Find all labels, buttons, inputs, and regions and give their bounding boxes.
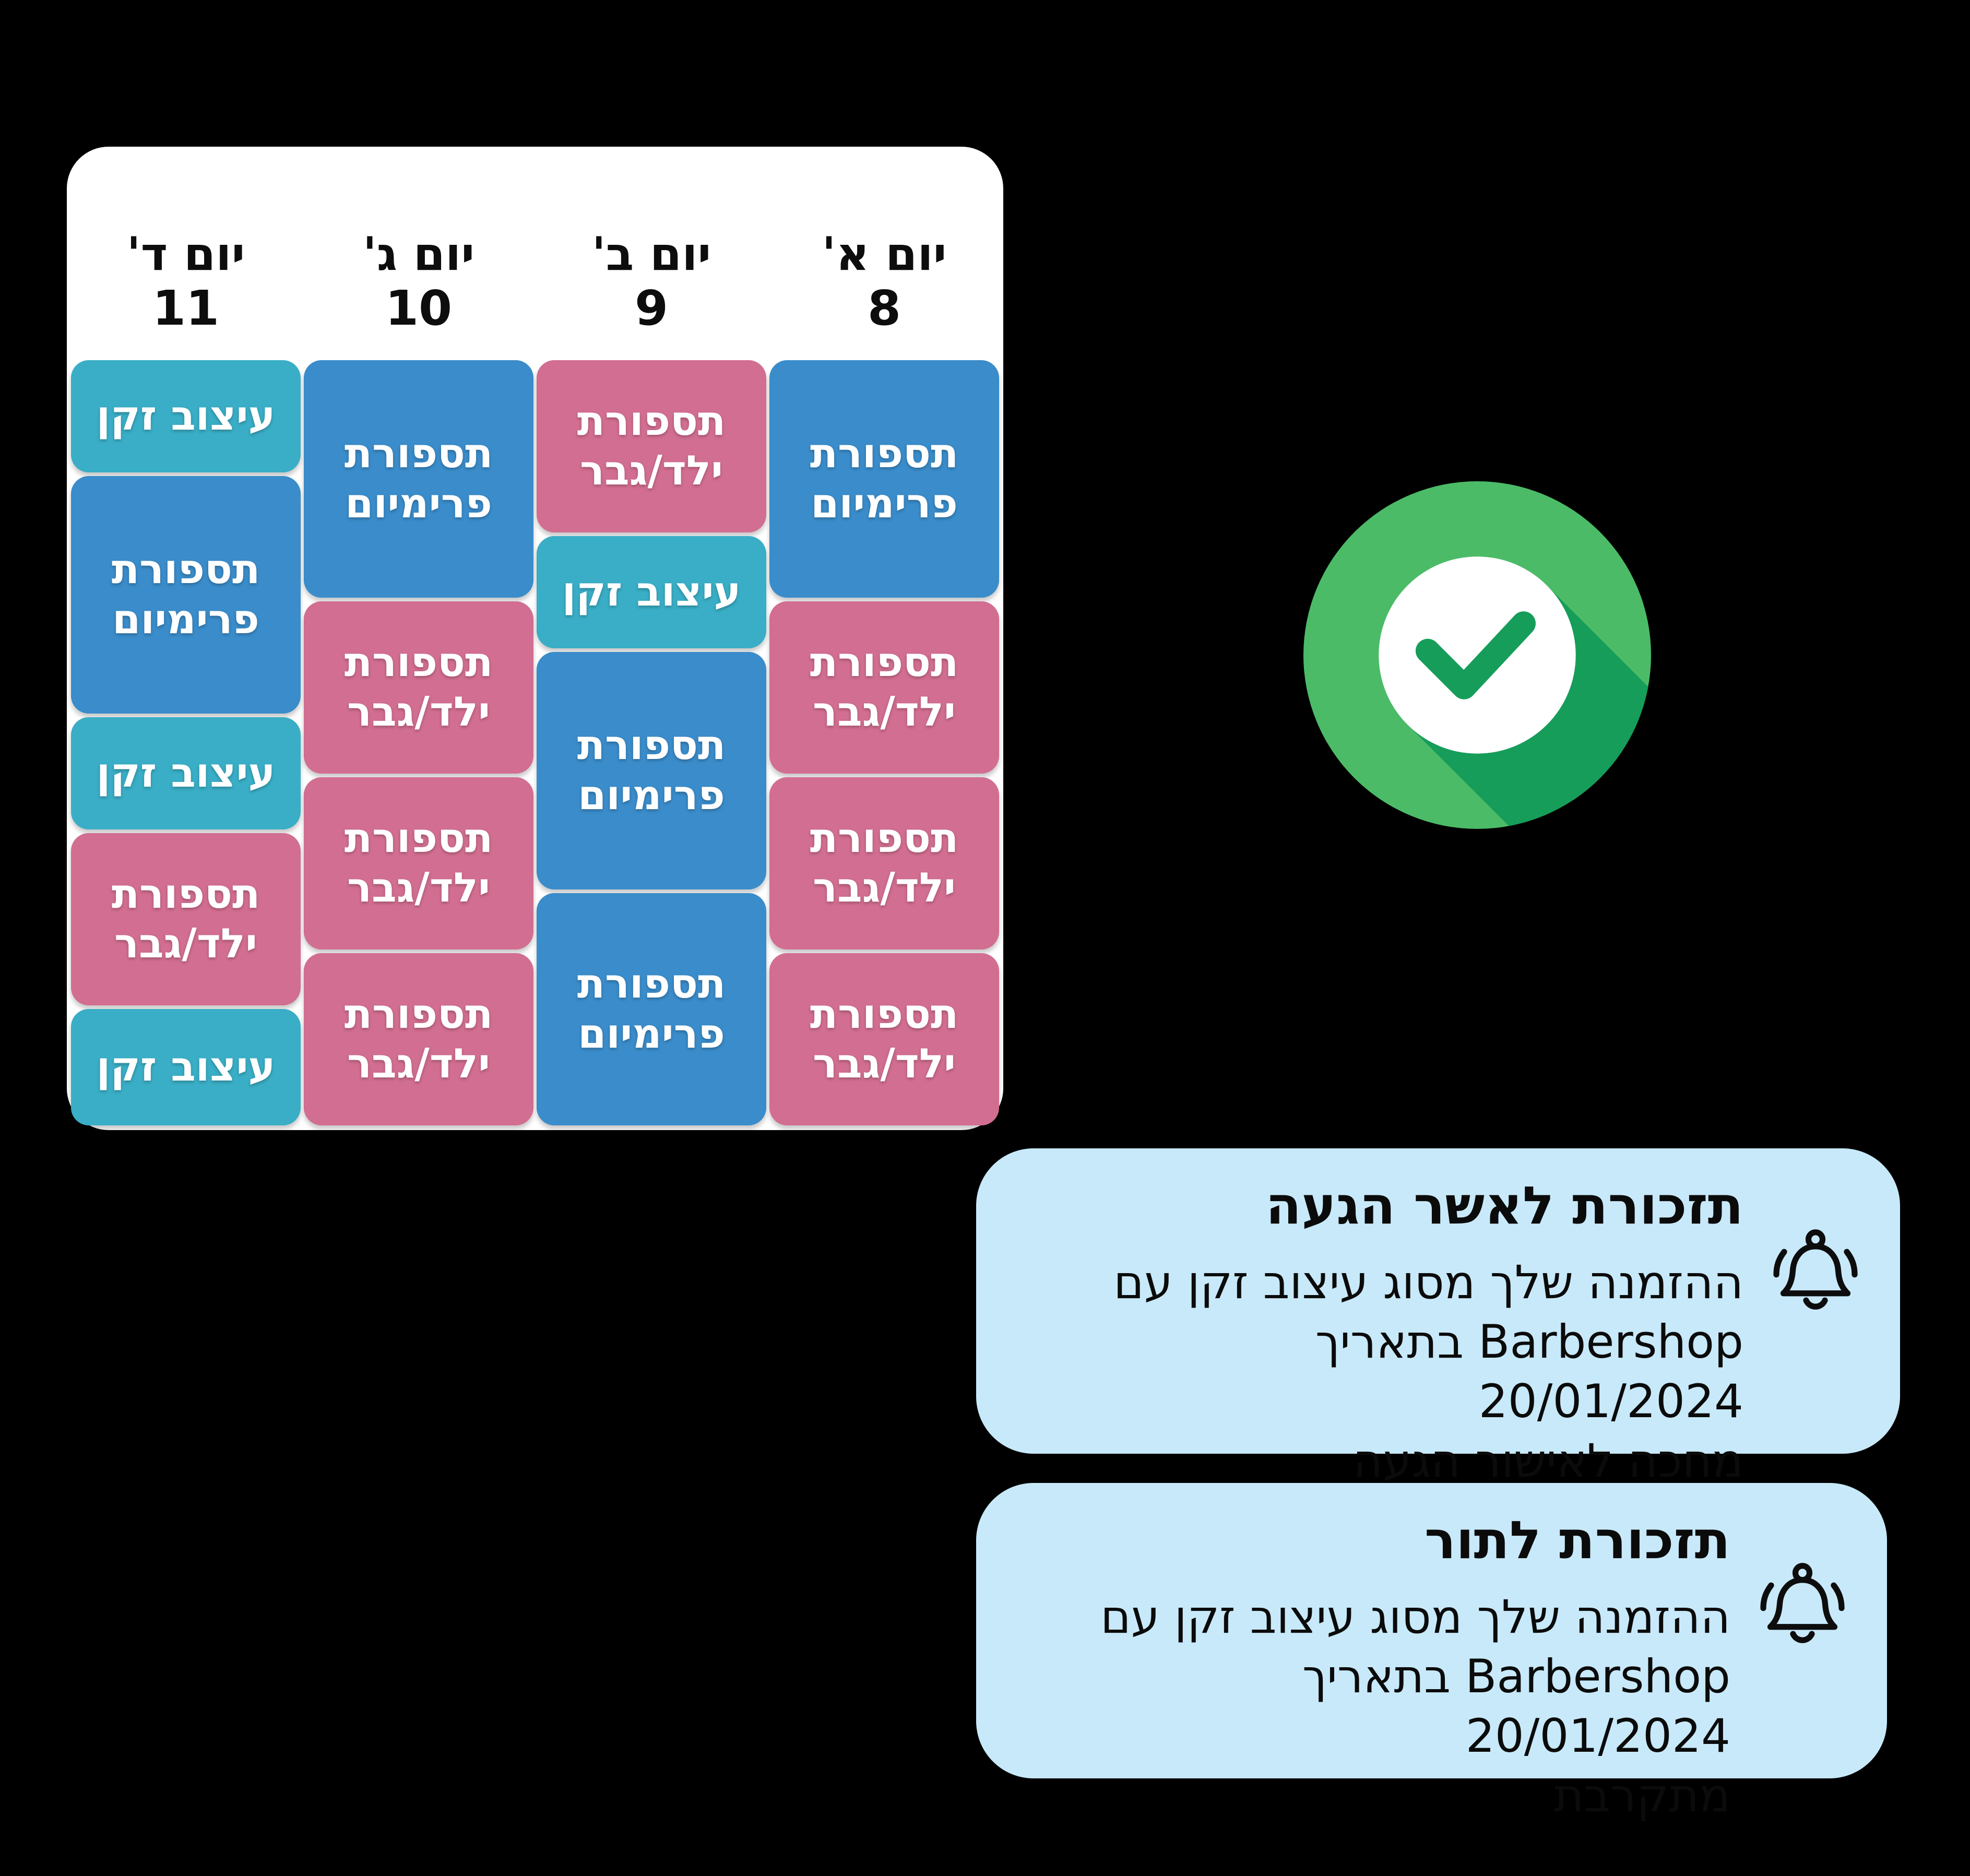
appointment-block[interactable]: תספורת ילד/גבר — [769, 953, 999, 1125]
day-name: יום א' — [822, 227, 947, 281]
appointment-label: עיצוב זקן — [96, 392, 276, 440]
day-header: יום ג'10 — [304, 147, 533, 357]
appointment-label: תספורת פרימיום — [577, 960, 726, 1058]
notification-title: תזכורת לתור — [1425, 1510, 1730, 1571]
day-column: יום ג'10 תספורת פרימיום תספורת ילד/גבר תספו… — [304, 147, 533, 1126]
appointment-block[interactable]: תספורת ילד/גבר — [304, 953, 533, 1125]
appointment-label: תספורת ילד/גבר — [577, 397, 726, 494]
day-number: 10 — [385, 280, 453, 336]
day-number: 11 — [152, 280, 220, 336]
day-name: יום ב' — [591, 227, 711, 281]
appointment-label: תספורת ילד/גבר — [111, 870, 260, 967]
appointment-block[interactable]: תספורת ילד/גבר — [537, 360, 766, 532]
notification-appointment-reminder[interactable]: תזכורת לתור ההזמנה שלך מסוג עיצוב זקן עם… — [976, 1483, 1887, 1823]
appointment-label: עיצוב זקן — [96, 1043, 276, 1090]
appointment-block[interactable]: תספורת ילד/גבר — [71, 833, 301, 1005]
appointment-label: תספורת ילד/גבר — [344, 990, 493, 1087]
day-column: יום ב'9 תספורת ילד/גבר עיצוב זקן תספורת פרי… — [537, 147, 766, 1126]
appointment-block[interactable]: תספורת ילד/גבר — [769, 601, 999, 774]
bell-icon — [1769, 1227, 1862, 1333]
appointment-label: תספורת ילד/גבר — [344, 814, 493, 911]
notification-text-line: Barbershop בתאריך 20/01/2024 — [1315, 1315, 1743, 1428]
appointment-block[interactable]: עיצוב זקן — [537, 536, 766, 648]
day-column: יום ד'11 עיצוב זקן תספורת פרימיום עיצוב זקן… — [71, 147, 301, 1126]
notification-title: תזכורת לאשר הגעה — [1265, 1175, 1743, 1236]
calendar-columns: יום א'8 תספורת פרימיום תספורת ילד/גבר תספור… — [67, 147, 1003, 1130]
day-header: יום ב'9 — [537, 147, 766, 357]
appointment-label: עיצוב זקן — [96, 749, 276, 797]
appointment-label: תספורת פרימיום — [111, 546, 260, 643]
notification-text-line: ההזמנה שלך מסוג עיצוב זקן עם — [1100, 1590, 1730, 1644]
appointment-block[interactable]: תספורת פרימיום — [304, 360, 533, 598]
day-header: יום ד'11 — [71, 147, 301, 357]
appointment-block[interactable]: תספורת פרימיום — [769, 360, 999, 598]
notification-content: תזכורת לאשר הגעה ההזמנה שלך מסוג עיצוב ז… — [976, 1148, 1900, 1488]
appointment-block[interactable]: תספורת פרימיום — [537, 893, 766, 1125]
appointment-label: תספורת ילד/גבר — [810, 638, 959, 735]
day-header: יום א'8 — [769, 147, 999, 357]
appointment-label: תספורת ילד/גבר — [810, 990, 959, 1087]
appointment-block[interactable]: עיצוב זקן — [71, 1009, 301, 1125]
appointment-block[interactable]: עיצוב זקן — [71, 717, 301, 829]
day-name: יום ג' — [362, 227, 475, 281]
schedule-card: יום א'8 תספורת פרימיום תספורת ילד/גבר תספור… — [67, 147, 1003, 1130]
day-number: 8 — [868, 280, 901, 336]
appointment-label: עיצוב זקן — [562, 568, 741, 615]
notification-text-line: Barbershop בתאריך 20/01/2024 — [1302, 1649, 1730, 1763]
bell-icon — [1755, 1560, 1849, 1666]
appointment-block[interactable]: תספורת ילד/גבר — [304, 777, 533, 949]
day-name: יום ד' — [126, 227, 245, 281]
appointment-block[interactable]: תספורת פרימיום — [537, 652, 766, 889]
appointment-block[interactable]: תספורת ילד/גבר — [769, 777, 999, 949]
day-number: 9 — [635, 280, 669, 336]
success-check-icon — [1303, 481, 1651, 829]
appointment-block[interactable]: עיצוב זקן — [71, 360, 301, 472]
appointment-label: תספורת ילד/גבר — [810, 814, 959, 911]
appointment-label: תספורת פרימיום — [577, 722, 726, 819]
appointment-label: תספורת ילד/גבר — [344, 638, 493, 735]
appointment-block[interactable]: תספורת פרימיום — [71, 476, 301, 714]
notification-confirm-arrival[interactable]: תזכורת לאשר הגעה ההזמנה שלך מסוג עיצוב ז… — [976, 1148, 1900, 1488]
appointment-block[interactable]: תספורת ילד/גבר — [304, 601, 533, 774]
notification-text-line: מתקרבת — [1553, 1768, 1730, 1822]
notification-text-line: ההזמנה שלך מסוג עיצוב זקן עם — [1113, 1255, 1743, 1309]
notification-content: תזכורת לתור ההזמנה שלך מסוג עיצוב זקן עם… — [976, 1483, 1887, 1823]
appointment-label: תספורת פרימיום — [344, 430, 493, 527]
notification-text-line: מחכה לאישור הגעה — [1352, 1434, 1743, 1488]
appointment-label: תספורת פרימיום — [810, 430, 959, 527]
day-column: יום א'8 תספורת פרימיום תספורת ילד/גבר תספור… — [769, 147, 999, 1126]
